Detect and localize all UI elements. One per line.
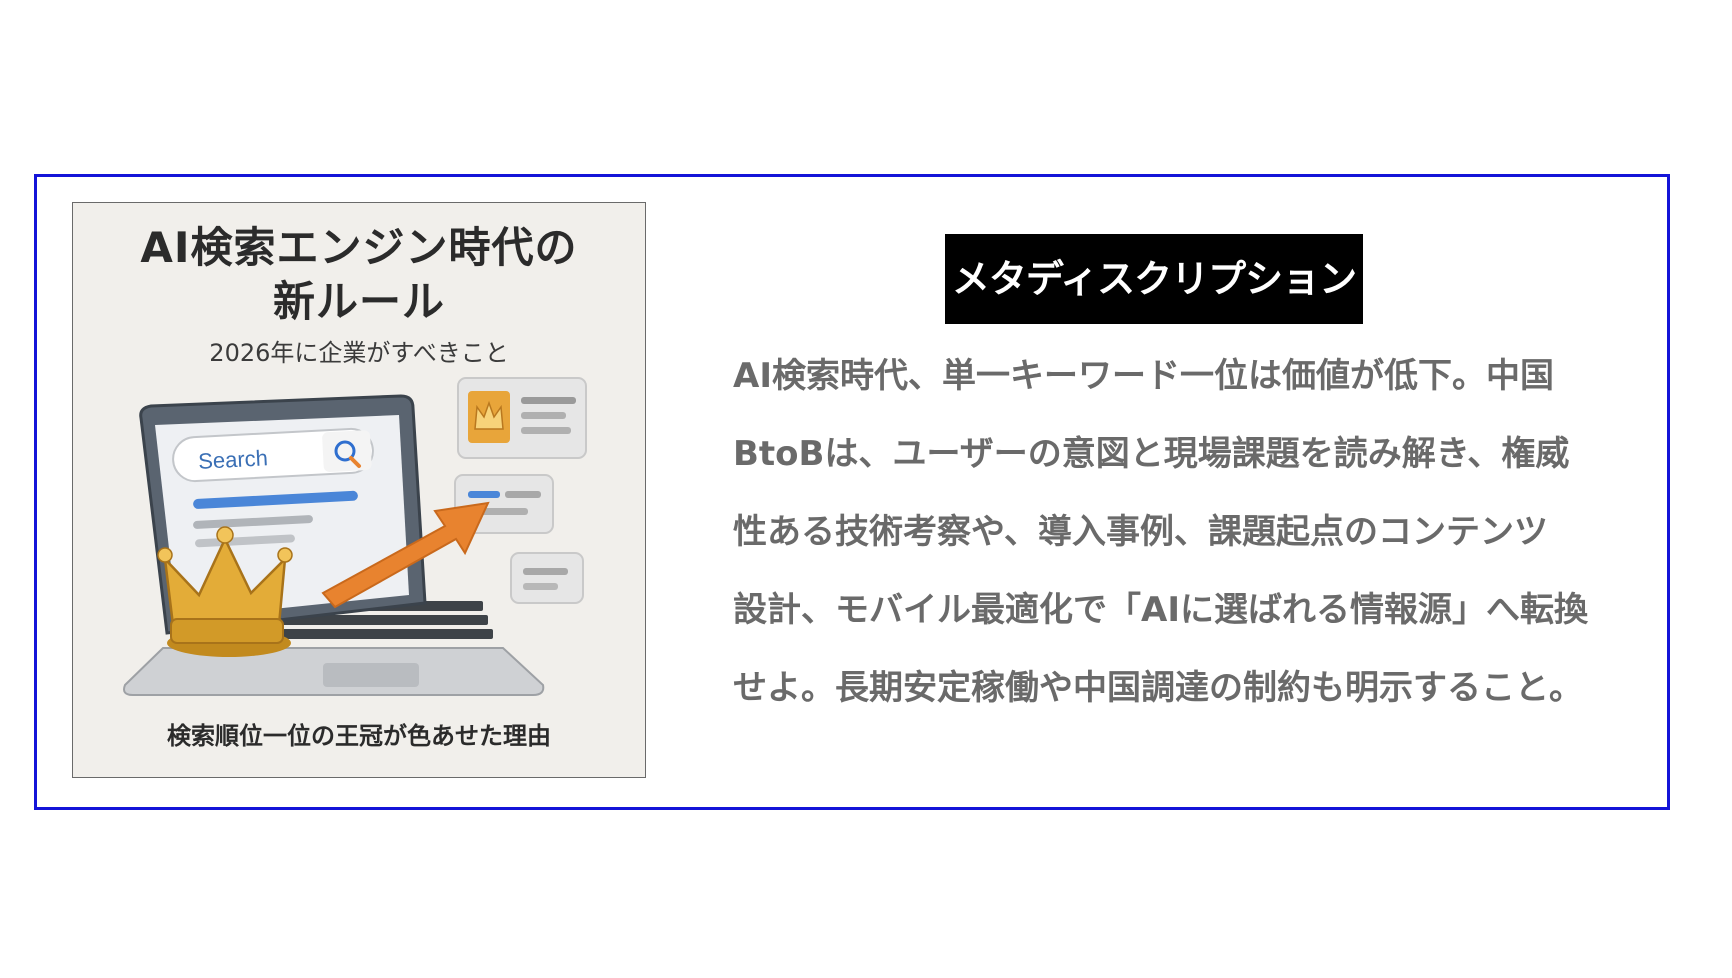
- desc-line-5: せよ。長期安定稼働や中国調達の制約も明示すること。: [733, 668, 1583, 708]
- desc-line-2: BtoBは、ユーザーの意図と現場課題を読み解き、権威: [733, 434, 1570, 474]
- small-panel: [510, 552, 584, 604]
- content-frame: AI検索エンジン時代の 新ルール 2026年に企業がすべきこと: [34, 174, 1670, 810]
- card-caption: 検索順位一位の王冠が色あせた理由: [167, 722, 551, 750]
- meta-description-label: メタディスクリプション: [945, 234, 1363, 324]
- card-title-line1: AI検索エンジン時代の: [140, 223, 578, 272]
- search-placeholder: Search: [198, 445, 269, 474]
- crown-small-icon: [474, 400, 504, 430]
- card-title: AI検索エンジン時代の 新ルール: [73, 221, 645, 329]
- desc-line-1: AI検索時代、単一キーワード一位は価値が低下。中国: [733, 356, 1554, 396]
- search-icon: [334, 440, 356, 462]
- desc-line-4: 設計、モバイル最適化で「AIに選ばれる情報源」へ転換: [733, 590, 1588, 630]
- laptop-illustration: Search: [123, 377, 587, 696]
- arrow-up-right-icon: [321, 501, 490, 609]
- illustration-card: AI検索エンジン時代の 新ルール 2026年に企業がすべきこと: [72, 202, 646, 778]
- card-title-line2: 新ルール: [272, 277, 445, 326]
- card-subtitle: 2026年に企業がすべきこと: [209, 339, 509, 367]
- meta-description-text: AI検索時代、単一キーワード一位は価値が低下。中国 BtoBは、ユーザーの意図と…: [733, 337, 1653, 727]
- crown-panel: [457, 377, 587, 459]
- crown-icon: [157, 526, 293, 657]
- search-bar: Search: [172, 427, 374, 483]
- desc-line-3: 性ある技術考察や、導入事例、課題起点のコンテンツ: [733, 512, 1548, 552]
